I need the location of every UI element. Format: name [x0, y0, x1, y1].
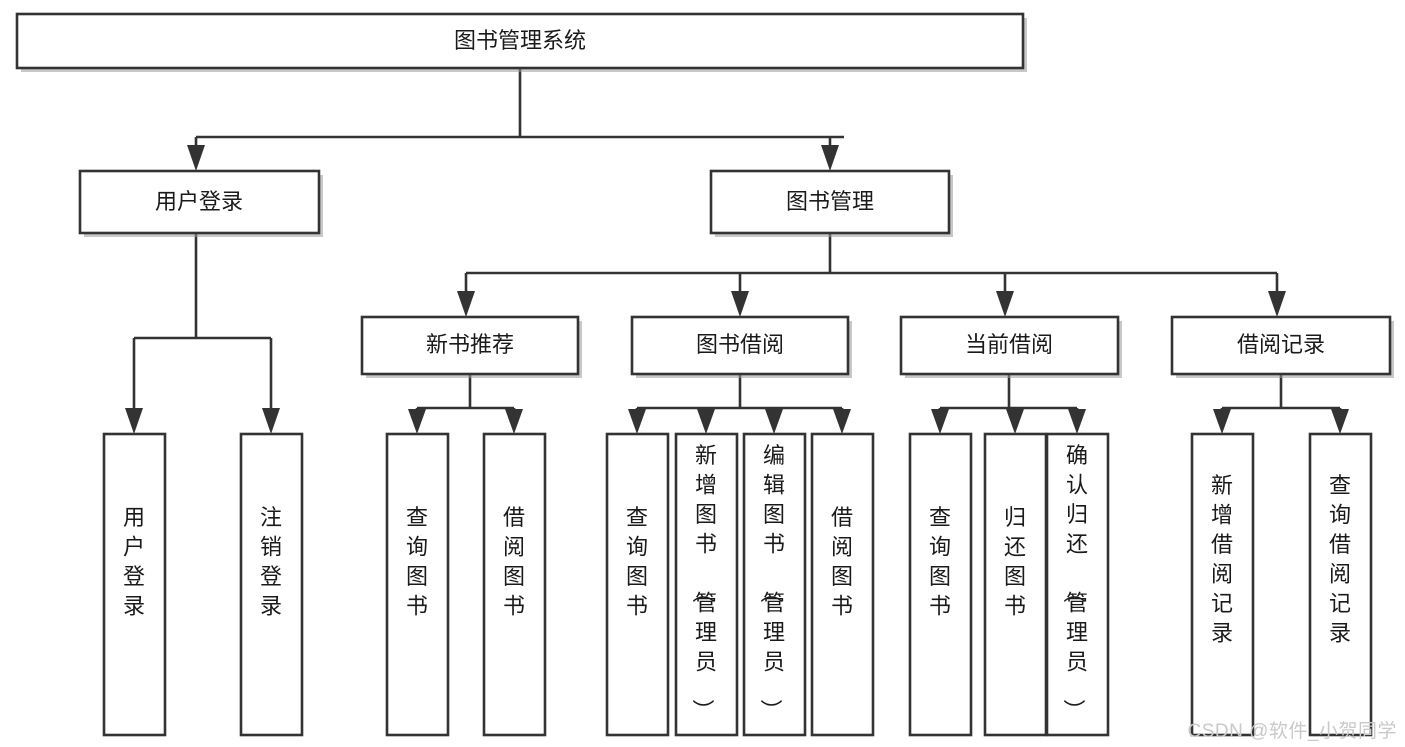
node-leaf-add-book-admin[interactable]: 新增图书（管理员）	[674, 432, 739, 737]
connector-bookborrow-to-leaves	[628, 374, 851, 434]
node-root-label: 图书管理系统	[454, 28, 586, 53]
node-book-borrow[interactable]: 图书借阅	[630, 315, 852, 378]
node-root[interactable]: 图书管理系统	[15, 12, 1027, 72]
connector-root-to-level2	[187, 68, 844, 171]
node-borrow-record-label: 借阅记录	[1237, 332, 1325, 357]
node-leaf-add-book-admin-label: 新增图书（管理员）	[690, 443, 717, 721]
node-leaf-borrow-book-1-label: 借阅图书	[503, 505, 525, 619]
node-leaf-borrow-book-2-label: 借阅图书	[831, 505, 853, 619]
node-borrow-record[interactable]: 借阅记录	[1170, 315, 1394, 378]
node-leaf-add-borrow-record[interactable]: 新增借阅记录	[1190, 432, 1255, 737]
node-leaf-borrow-book-2[interactable]: 借阅图书	[810, 432, 875, 737]
node-leaf-edit-book-admin-label: 编辑图书（管理员）	[758, 443, 785, 721]
node-leaf-add-borrow-record-label: 新增借阅记录	[1211, 473, 1233, 646]
node-leaf-query-book-1-label: 查询图书	[406, 505, 428, 619]
connector-bookmgmt-to-level3	[457, 233, 1286, 317]
node-leaf-borrow-book-1[interactable]: 借阅图书	[482, 432, 547, 737]
node-book-management[interactable]: 图书管理	[709, 169, 953, 237]
node-leaf-logout-login-label: 注销登录	[260, 505, 282, 619]
leaf-node-layer: 用户登录 注销登录 查询图书 借阅图书 查询图书 新增图书（管理员）	[102, 432, 1373, 737]
node-leaf-user-login-label: 用户登录	[123, 505, 145, 619]
node-leaf-query-book-2[interactable]: 查询图书	[605, 432, 670, 737]
node-leaf-confirm-return-admin[interactable]: 确认归还（管理员）	[1045, 432, 1110, 737]
node-leaf-query-borrow-record[interactable]: 查询借阅记录	[1308, 432, 1373, 737]
node-leaf-query-book-3[interactable]: 查询图书	[908, 432, 973, 737]
node-leaf-return-book-label: 归还图书	[1004, 505, 1026, 619]
node-new-book-recommend-label: 新书推荐	[426, 332, 514, 357]
node-leaf-edit-book-admin[interactable]: 编辑图书（管理员）	[742, 432, 807, 737]
node-leaf-confirm-return-admin-label: 确认归还（管理员）	[1061, 443, 1088, 721]
connector-borrowrecord-to-leaves	[1213, 374, 1349, 434]
connector-newbook-to-leaves	[408, 374, 523, 434]
node-new-book-recommend[interactable]: 新书推荐	[360, 315, 582, 378]
connector-currentborrow-to-leaves	[931, 374, 1086, 434]
node-leaf-return-book[interactable]: 归还图书	[983, 432, 1048, 737]
node-user-login[interactable]: 用户登录	[78, 169, 323, 237]
connector-userlogin-to-leaves	[125, 233, 280, 434]
node-book-management-label: 图书管理	[786, 189, 874, 214]
node-book-borrow-label: 图书借阅	[696, 332, 784, 357]
node-leaf-query-book-1[interactable]: 查询图书	[385, 432, 450, 737]
csdn-watermark: CSDN @软件_小贺同学	[1187, 721, 1397, 742]
node-current-borrow[interactable]: 当前借阅	[899, 315, 1122, 378]
connector-layer	[125, 68, 1349, 434]
node-leaf-query-book-3-label: 查询图书	[929, 505, 951, 619]
node-leaf-user-login[interactable]: 用户登录	[102, 432, 167, 737]
node-leaf-logout-login[interactable]: 注销登录	[239, 432, 304, 737]
node-user-login-label: 用户登录	[155, 189, 243, 214]
node-leaf-query-book-2-label: 查询图书	[626, 505, 648, 619]
node-leaf-query-borrow-record-label: 查询借阅记录	[1329, 473, 1351, 646]
node-current-borrow-label: 当前借阅	[965, 332, 1053, 357]
